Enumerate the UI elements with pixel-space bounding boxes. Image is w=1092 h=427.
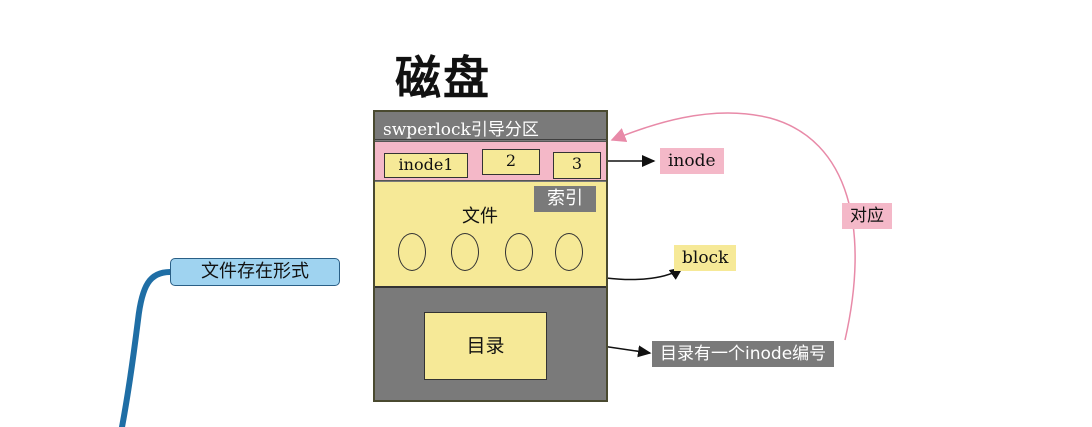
data-block-3 — [505, 233, 533, 271]
index-tag: 索引 — [534, 186, 596, 212]
inode-box-3: 3 — [553, 152, 601, 179]
inode-callout: inode — [660, 148, 724, 174]
file-label: 文件 — [462, 206, 498, 227]
correspond-callout: 对应 — [842, 203, 892, 229]
data-block-1 — [398, 233, 426, 271]
correspond-curve — [610, 112, 856, 341]
inode-box-1: inode1 — [384, 153, 468, 178]
arrow-to-dir-inode — [601, 345, 652, 358]
data-block-4 — [555, 233, 583, 271]
diagram-title: 磁盘 — [395, 51, 491, 105]
mindmap-root-node[interactable]: 文件存在形式 — [170, 258, 340, 286]
inode-box-2: 2 — [482, 149, 540, 175]
mindmap-branch — [119, 269, 173, 427]
dir-inode-callout: 目录有一个inode编号 — [652, 341, 835, 367]
superblock-section: swperlock引导分区 — [375, 112, 606, 140]
block-callout: block — [674, 245, 737, 271]
arrow-to-block — [605, 267, 684, 281]
directory-box: 目录 — [424, 312, 547, 380]
data-block-2 — [451, 233, 479, 271]
